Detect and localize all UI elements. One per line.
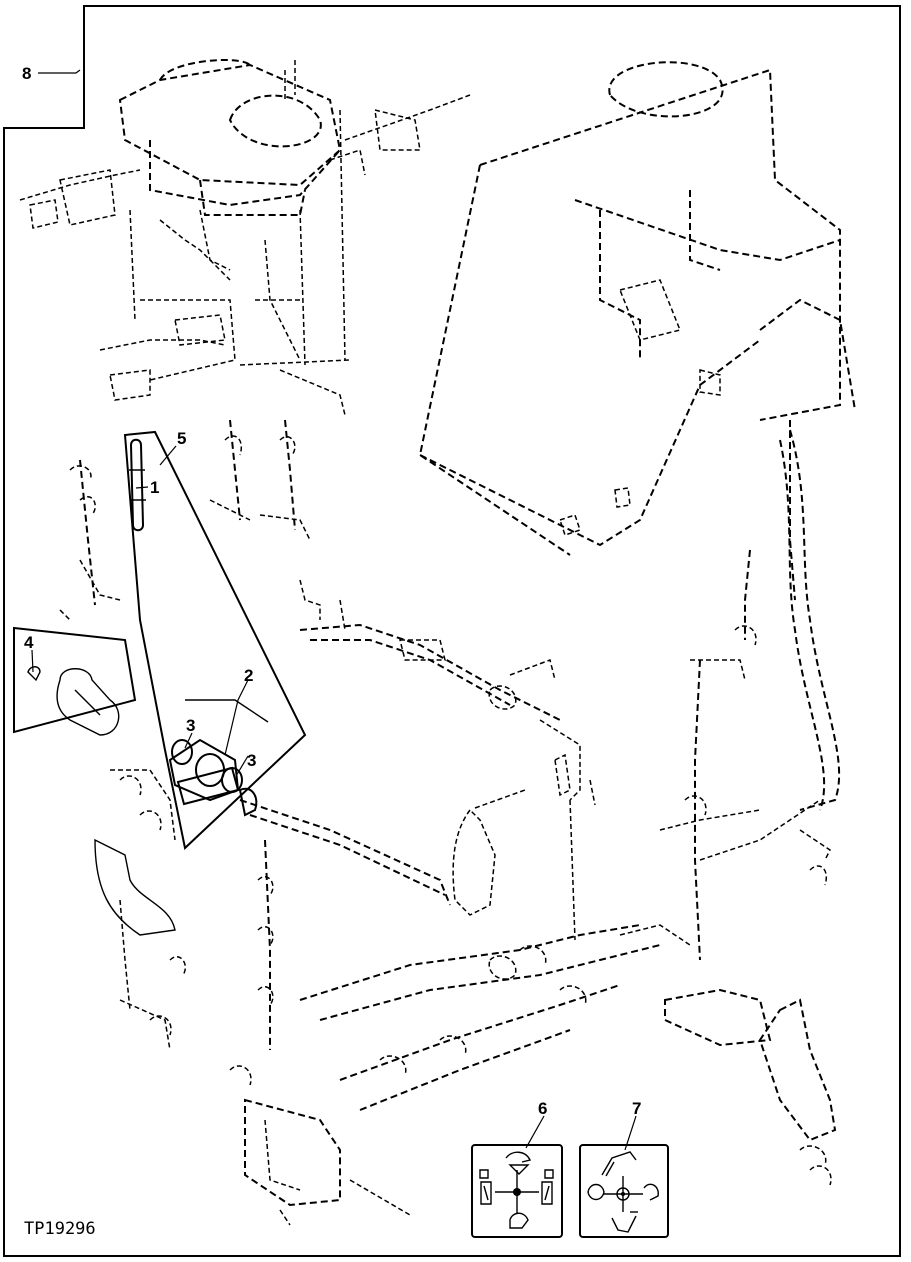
part-4-clip	[27, 666, 41, 682]
leader-3a	[184, 732, 193, 749]
callout-6: 6	[538, 1099, 547, 1118]
valve-housing	[418, 61, 856, 556]
leader-8	[38, 69, 81, 74]
lower-rod-assemblies	[229, 839, 691, 1226]
linkage-rods	[239, 623, 596, 941]
leader-1	[135, 486, 149, 489]
pattern-decal-6-icon	[471, 1144, 563, 1238]
right-linkage	[659, 420, 841, 1186]
leader-5	[159, 445, 177, 466]
callout-5: 5	[177, 429, 186, 448]
callout-4: 4	[24, 633, 34, 652]
leader-3b	[235, 755, 249, 777]
callout-1: 1	[150, 478, 159, 497]
leader-2	[224, 679, 249, 756]
callout-3a: 3	[186, 716, 195, 735]
callout-8: 8	[22, 64, 31, 83]
left-linkage	[59, 419, 346, 631]
callout-3b: 3	[247, 751, 256, 770]
figure-reference: TP19296	[24, 1219, 96, 1239]
diagram-frame	[3, 5, 901, 1257]
leader-4	[31, 649, 34, 673]
lower-left-components	[56, 668, 187, 1051]
pattern-decal-7-icon	[579, 1144, 669, 1238]
pilot-valve-assembly	[19, 59, 471, 416]
leader-6	[525, 1115, 545, 1149]
callout-7: 7	[632, 1099, 641, 1118]
part-5-bracket-outline	[123, 430, 307, 850]
part-2-bushing-assembly	[168, 699, 269, 817]
callout-2: 2	[244, 666, 253, 685]
part-4-bracket-outline	[13, 626, 137, 734]
